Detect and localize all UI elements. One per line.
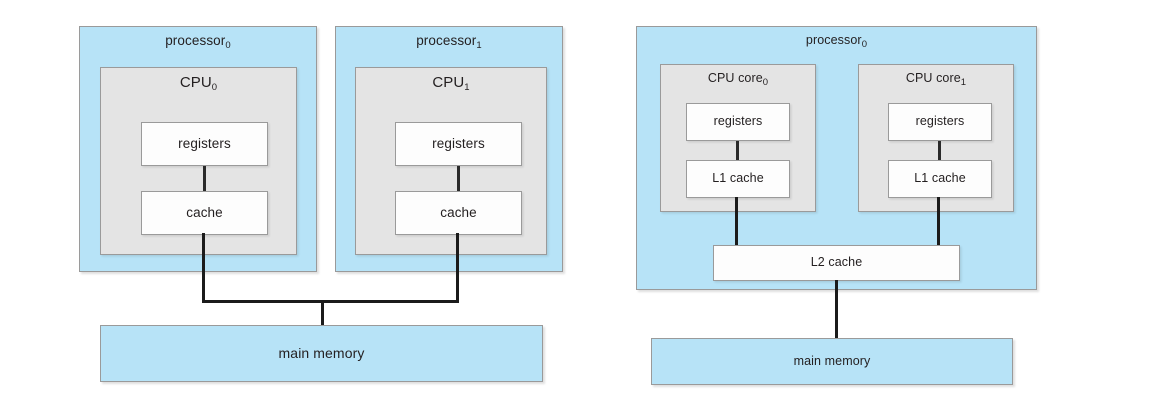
- l2-cache-label: L2 cache: [810, 255, 863, 270]
- cpu-core-0-registers-l1-connector: [736, 141, 739, 160]
- cpu-0-cache-label: cache: [186, 204, 223, 220]
- processor-0-label: processor0: [165, 33, 231, 51]
- cpu-core-1-registers-box: registers: [888, 103, 992, 141]
- cpu-0-registers-cache-connector: [203, 166, 206, 191]
- bus-memory-connector: [321, 300, 324, 328]
- cpu-core-0-l1-cache-box: L1 cache: [686, 160, 790, 198]
- cpu-core-1-l1-cache-label: L1 cache: [914, 171, 966, 186]
- cpu-core-1-registers-l1-connector: [938, 141, 941, 160]
- cpu-1-bus-stem: [456, 233, 459, 303]
- cpu-0-label: CPU0: [179, 74, 218, 93]
- system-bus-bar: [202, 300, 459, 303]
- right-main-memory-box: main memory: [651, 338, 1013, 385]
- right-main-memory-label: main memory: [793, 353, 871, 368]
- cpu-1-cache-label: cache: [440, 204, 477, 220]
- l2-memory-connector: [835, 280, 838, 339]
- cpu-core-1-l2-connector: [937, 197, 940, 246]
- cpu-0-bus-stem: [202, 233, 205, 303]
- left-main-memory-label: main memory: [278, 344, 365, 361]
- cpu-0-registers-box: registers: [141, 122, 268, 166]
- cpu-core-0-l2-connector: [735, 197, 738, 246]
- cpu-core-1-l1-cache-box: L1 cache: [888, 160, 992, 198]
- cpu-core-0-registers-box: registers: [686, 103, 790, 141]
- processor-1-label: processor1: [416, 33, 482, 51]
- multicore-processor-0-label: processor0: [805, 33, 868, 50]
- left-main-memory-box: main memory: [100, 325, 543, 382]
- cpu-core-0-l1-cache-label: L1 cache: [712, 171, 764, 186]
- cpu-core-0-label: CPU core0: [707, 71, 769, 88]
- cpu-1-registers-label: registers: [432, 135, 485, 151]
- cpu-1-cache-box: cache: [395, 191, 522, 235]
- cpu-1-label: CPU1: [432, 74, 470, 93]
- cpu-core-1-registers-label: registers: [915, 114, 965, 129]
- cpu-1-registers-box: registers: [395, 122, 522, 166]
- cpu-core-1-label: CPU core1: [905, 71, 967, 88]
- cpu-0-registers-label: registers: [178, 135, 231, 151]
- l2-cache-box: L2 cache: [713, 245, 960, 281]
- cpu-core-0-registers-label: registers: [713, 114, 763, 129]
- cpu-1-registers-cache-connector: [457, 166, 460, 191]
